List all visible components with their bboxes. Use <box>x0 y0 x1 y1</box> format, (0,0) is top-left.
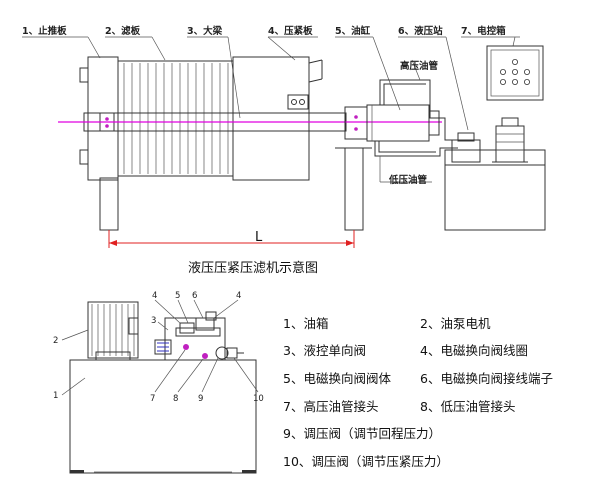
valve-block <box>154 311 244 361</box>
label-oil-cylinder: 5、油缸 <box>335 25 371 37</box>
callout-4-right: 4 <box>236 291 241 301</box>
callout-1: 1 <box>53 391 58 401</box>
control-knob-icon <box>512 69 519 76</box>
legend-item-3: 3、液控单向阀 <box>283 343 366 358</box>
callout-10: 10 <box>253 394 264 404</box>
thrust-plate <box>79 56 119 181</box>
oil-pipes <box>374 59 458 183</box>
hydraulic-station-detail: 4 5 6 4 3 2 1 7 8 9 10 <box>53 291 264 474</box>
label-filter-plate: 2、滤板 <box>105 25 141 37</box>
label-thrust-plate: 1、止推板 <box>22 25 67 37</box>
legend-item-8: 8、低压油管接头 <box>420 399 515 414</box>
control-knob-icon <box>499 69 506 76</box>
dimension-l-label: L <box>255 230 263 245</box>
hydraulic-station <box>444 117 546 231</box>
main-beam <box>58 112 442 132</box>
label-low-pressure-pipe: 低压油管 <box>388 174 428 186</box>
label-press-plate: 4、压紧板 <box>268 25 313 37</box>
top-label-leaders <box>22 36 520 131</box>
legend-item-10: 10、调压阀（调节压紧压力） <box>283 454 449 469</box>
callout-6: 6 <box>192 291 197 301</box>
control-knob-icon <box>524 69 531 76</box>
callout-2: 2 <box>53 336 58 346</box>
callout-leaders <box>61 299 259 396</box>
legend-item-9: 9、调压阀（调节回程压力） <box>283 426 441 441</box>
left-leg <box>99 177 119 231</box>
label-high-pressure-pipe: 高压油管 <box>400 60 439 72</box>
control-knob-icon <box>524 79 531 86</box>
label-hydraulic-station: 6、液压站 <box>398 25 443 37</box>
legend-item-6: 6、电磁换向阀接线端子 <box>420 371 553 386</box>
component-legend: 1、油箱 2、油泵电机 3、液控单向阀 4、电磁换向阀线圈 5、电磁换向阀阀体 … <box>283 316 553 469</box>
label-control-box: 7、电控箱 <box>461 25 506 37</box>
label-main-beam: 3、大梁 <box>187 25 223 37</box>
callout-7: 7 <box>150 394 155 404</box>
callout-8: 8 <box>173 394 178 404</box>
filter-press-main-drawing: 1、止推板 2、滤板 3、大梁 4、压紧板 5、油缸 6、液压站 7、电控箱 <box>22 25 546 276</box>
control-knob-icon <box>512 59 519 66</box>
callout-4-left: 4 <box>152 291 157 301</box>
callout-9: 9 <box>198 394 203 404</box>
diagram-title: 液压压紧压滤机示意图 <box>188 260 318 276</box>
legend-item-7: 7、高压油管接头 <box>283 399 378 414</box>
control-knob-icon <box>499 79 506 86</box>
callout-5: 5 <box>175 291 180 301</box>
callout-3: 3 <box>151 316 156 326</box>
dimension-l <box>108 230 355 248</box>
legend-item-1: 1、油箱 <box>283 316 328 331</box>
legend-item-4: 4、电磁换向阀线圈 <box>420 343 528 358</box>
legend-item-5: 5、电磁换向阀阀体 <box>283 371 391 386</box>
electric-control-box <box>486 45 544 101</box>
oil-cylinder <box>344 104 440 142</box>
pump-motor <box>87 301 139 361</box>
filter-plate-stack <box>117 60 234 177</box>
press-plate <box>232 56 323 181</box>
control-knob-icon <box>512 79 519 86</box>
oil-tank <box>69 359 257 474</box>
right-leg <box>344 147 364 231</box>
legend-item-2: 2、油泵电机 <box>420 316 491 331</box>
